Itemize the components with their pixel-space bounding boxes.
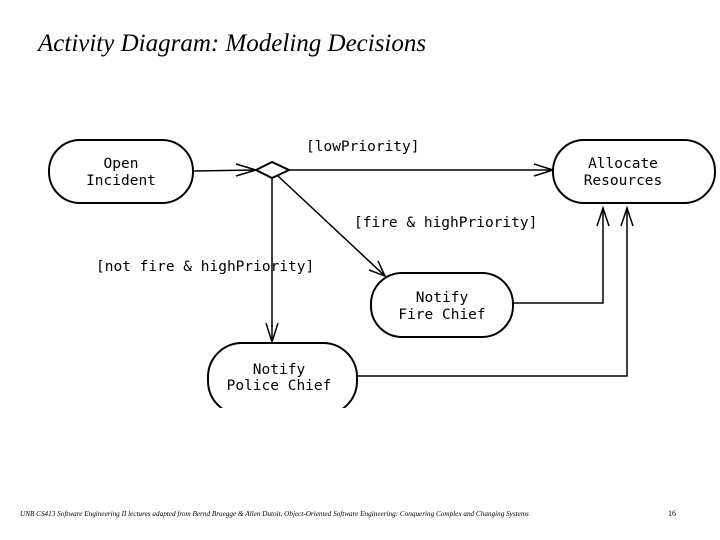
node-allocate-resources: Allocate Resources — [552, 139, 716, 204]
decision-diamond — [253, 160, 292, 180]
node-open-incident-line-2: Incident — [86, 173, 156, 189]
node-notify-fire-chief-line-2: Fire Chief — [398, 307, 485, 323]
edge-fire-chief-to-allocate-arrowhead — [596, 205, 610, 227]
edge-open-to-decision — [192, 169, 257, 172]
node-allocate-resources-line-2: Resources — [584, 173, 663, 189]
node-notify-police-chief-line-1: Notify — [253, 362, 306, 378]
node-notify-fire-chief: Notify Fire Chief — [370, 272, 514, 338]
edge-police-chief-to-allocate-arrowhead — [620, 205, 634, 227]
edge-fire-high-priority-arrowhead — [368, 260, 387, 278]
node-notify-police-chief-line-2: Police Chief — [227, 378, 332, 394]
node-allocate-resources-line-1: Allocate — [588, 156, 658, 172]
node-open-incident-line-1: Open — [104, 156, 139, 172]
diagram-bottom-crop — [200, 408, 370, 422]
edge-fire-high-priority — [277, 175, 386, 277]
node-notify-police-chief: Notify Police Chief — [207, 342, 358, 416]
node-open-incident: Open Incident — [48, 139, 194, 204]
guard-low-priority: [lowPriority] — [306, 139, 420, 155]
page-number: 16 — [668, 509, 676, 518]
node-notify-fire-chief-line-1: Notify — [416, 290, 469, 306]
guard-fire-high-priority: [fire & highPriority] — [354, 215, 537, 231]
edge-fire-chief-to-allocate — [513, 208, 604, 304]
guard-not-fire-high-priority: [not fire & highPriority] — [96, 259, 314, 275]
slide-title: Activity Diagram: Modeling Decisions — [38, 30, 427, 57]
footer-credit: UNB CS413 Software Engineering II lectur… — [20, 510, 529, 518]
edge-police-chief-to-allocate — [357, 208, 628, 377]
